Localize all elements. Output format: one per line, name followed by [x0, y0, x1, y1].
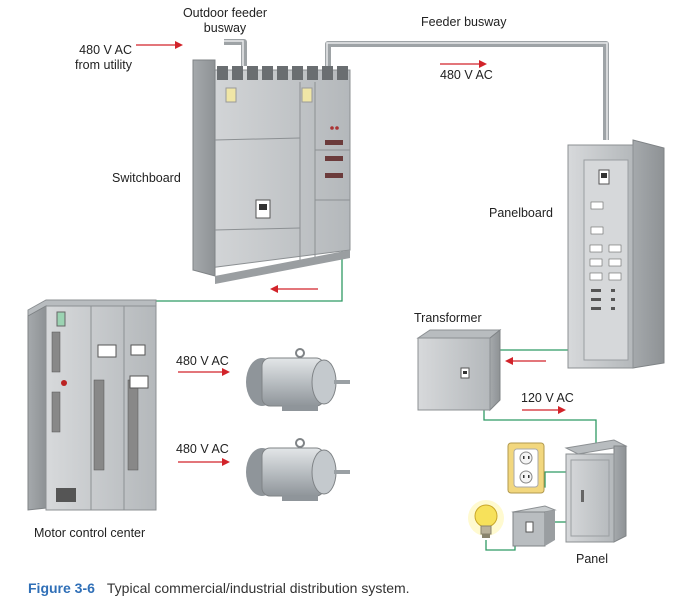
feeder-busway-label: Feeder busway	[421, 15, 507, 29]
switchboard-label: Switchboard	[112, 171, 181, 185]
motor-2	[246, 438, 350, 501]
feeder-busway	[325, 41, 609, 140]
wire-transformer-to-panel	[483, 410, 597, 448]
outdoor-feeder-busway	[224, 39, 247, 66]
lamp-icon	[468, 500, 504, 538]
panelboard-label: Panelboard	[489, 206, 553, 220]
figure-caption-text: Typical commercial/industrial distributi…	[106, 580, 410, 596]
flow-arrows	[136, 41, 566, 466]
light-switch	[511, 505, 557, 547]
figure-caption: Figure 3-6 Typical commercial/industrial …	[28, 580, 410, 596]
busway-voltage-label: 480 V AC	[440, 68, 493, 82]
panel-label: Panel	[576, 552, 608, 566]
motor-control-center	[27, 299, 157, 511]
receptacle	[507, 442, 545, 494]
switchboard	[192, 59, 351, 284]
transformer	[416, 328, 502, 412]
motor1-voltage-label: 480 V AC	[176, 354, 229, 368]
transformer-label: Transformer	[414, 311, 482, 325]
panelboard	[567, 139, 665, 369]
panel-voltage-label: 120 V AC	[521, 391, 574, 405]
motor-control-center-label: Motor control center	[34, 526, 146, 540]
motor-1	[246, 348, 350, 411]
utility-supply-label: 480 V AC from utility	[75, 43, 132, 72]
wire-lamp	[485, 540, 516, 551]
panel	[564, 439, 628, 543]
motor2-voltage-label: 480 V AC	[176, 442, 229, 456]
outdoor-feeder-busway-label: Outdoor feeder busway	[182, 6, 268, 35]
diagram-canvas	[27, 39, 665, 551]
figure-number: Figure 3-6	[28, 580, 95, 596]
